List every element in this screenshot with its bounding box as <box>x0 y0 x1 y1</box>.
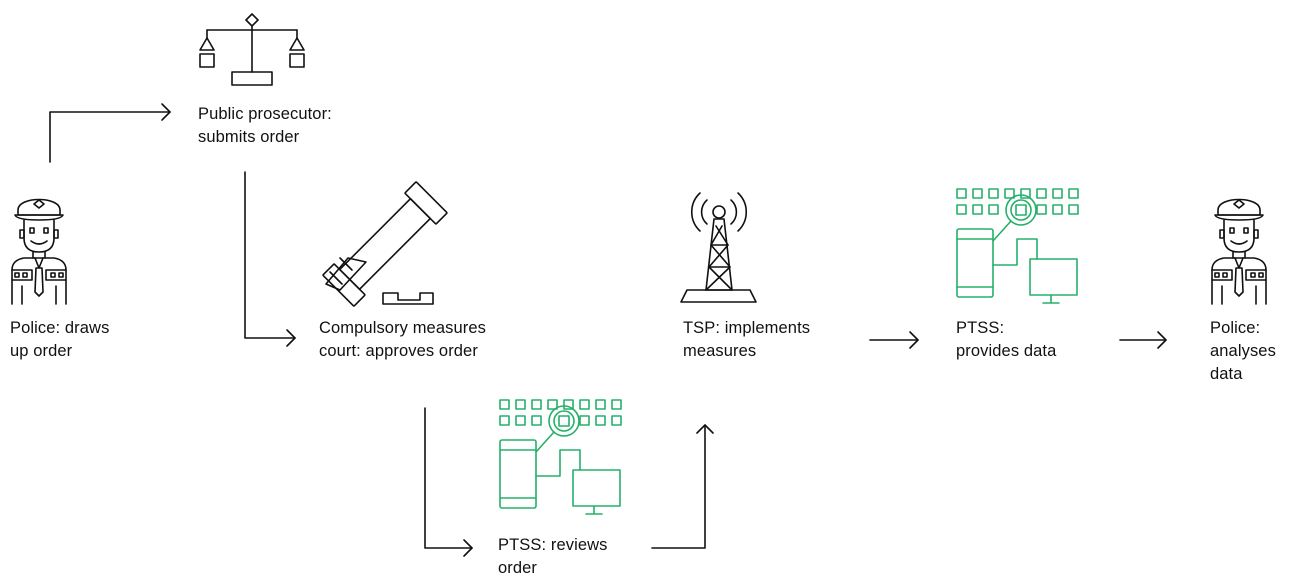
connector-prosecutor-to-court <box>244 171 296 347</box>
police-officer-icon <box>1211 198 1267 305</box>
label-tsp-implements-measures: TSP: implements measures <box>683 319 811 360</box>
connector-court-to-ptss-review <box>424 407 473 557</box>
label-public-prosecutor: Public prosecutor: submits order <box>198 105 332 146</box>
connector-ptss-review-to-tsp <box>651 424 714 549</box>
connector-police-to-prosecutor <box>49 103 171 163</box>
connector-tsp-to-ptss <box>869 331 919 349</box>
label-compulsory-measures-court: Compulsory measures court: approves orde… <box>319 319 486 360</box>
radio-tower-icon <box>680 192 757 303</box>
label-police-draws-order: Police: draws up order <box>10 319 110 360</box>
label-police-analyses-data: Police: analyses data <box>1210 319 1276 383</box>
scales-icon <box>199 13 305 86</box>
connector-ptss-to-police <box>1119 331 1167 349</box>
gavel-icon <box>322 181 448 307</box>
surveillance-devices-icon <box>956 188 1079 304</box>
police-officer-icon <box>11 198 67 305</box>
label-ptss-provides-data: PTSS: provides data <box>956 319 1057 360</box>
surveillance-devices-icon <box>499 399 622 515</box>
label-ptss-reviews-order: PTSS: reviews order <box>498 536 608 577</box>
